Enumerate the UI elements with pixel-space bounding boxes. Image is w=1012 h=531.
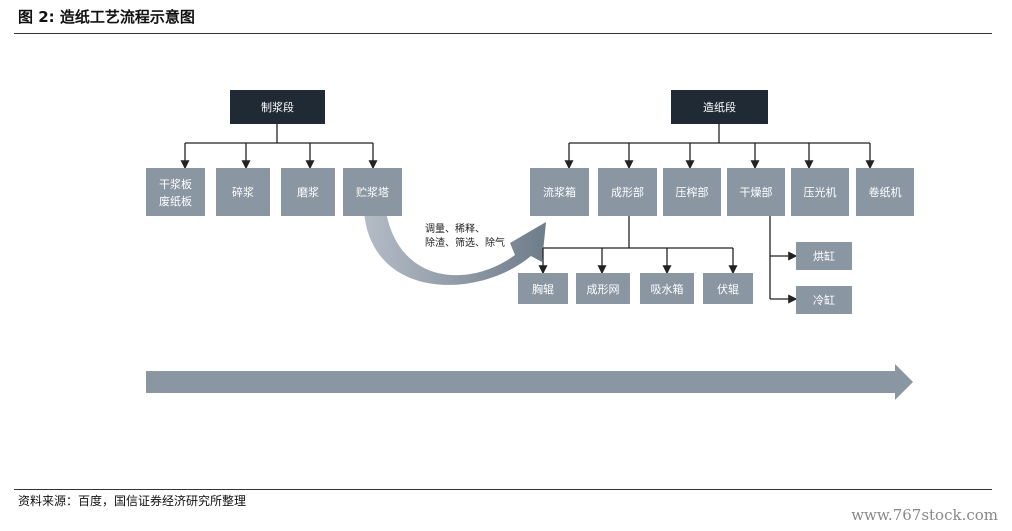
sub-box-breast-roll xyxy=(518,273,568,304)
step-label-storage-tower: 贮浆塔 xyxy=(356,185,389,199)
step-label-reel: 卷纸机 xyxy=(869,185,902,199)
bottom-rule xyxy=(14,489,992,490)
source-note: 资料来源：百度，国信证券经济研究所整理 xyxy=(18,494,247,508)
papermaking-header-box xyxy=(671,90,768,124)
step-box-storage-tower xyxy=(343,168,402,216)
papermaking-header-label: 造纸段 xyxy=(703,100,736,114)
step-box-dryer xyxy=(727,168,785,216)
sub-box-cooling-cylinder xyxy=(796,286,852,314)
transfer-note-line1: 调量、稀释、 xyxy=(425,222,485,235)
step-box-pulping xyxy=(216,168,270,216)
step-label-dryer: 干燥部 xyxy=(740,185,773,199)
step-label-pulp-board-2: 废纸板 xyxy=(159,194,192,208)
step-label-pulping: 碎浆 xyxy=(232,185,254,199)
step-box-headbox xyxy=(530,168,589,216)
top-rule xyxy=(14,33,992,34)
step-box-pulp-board xyxy=(146,168,205,216)
overall-flow-arrow xyxy=(146,364,913,400)
transfer-curve-arrow xyxy=(364,212,546,285)
figure-title: 图 2: 造纸工艺流程示意图 xyxy=(18,8,195,26)
sub-label-cooling-cylinder: 冷缸 xyxy=(813,293,835,307)
sub-label-couch-roll: 伏辊 xyxy=(717,282,739,296)
step-box-reel xyxy=(856,168,914,216)
step-label-pulp-board-1: 干浆板 xyxy=(159,177,192,191)
step-label-press: 压榨部 xyxy=(676,185,709,199)
pulping-header-label: 制浆段 xyxy=(261,100,294,114)
papermaking-section: 造纸段 流浆箱 成形部 压榨部 干燥部 压光机 卷纸机 胸辊 成形网 xyxy=(518,90,914,314)
sub-label-breast-roll: 胸辊 xyxy=(532,282,554,296)
process-diagram: 调量、稀释、 除渣、筛选、除气 制浆段 干浆板 废纸板 碎浆 磨浆 贮浆塔 造纸… xyxy=(146,90,914,400)
step-box-forming xyxy=(598,168,657,216)
pulping-header-box xyxy=(230,90,325,124)
watermark: www.767stock.com xyxy=(851,506,998,524)
step-label-forming: 成形部 xyxy=(611,185,644,199)
step-label-calender: 压光机 xyxy=(804,185,837,199)
sub-box-drying-cylinder xyxy=(796,242,852,270)
step-label-refining: 磨浆 xyxy=(297,185,319,199)
sub-box-suction-box xyxy=(640,273,694,304)
step-label-headbox: 流浆箱 xyxy=(543,185,576,199)
step-box-press xyxy=(663,168,721,216)
sub-label-drying-cylinder: 烘缸 xyxy=(813,249,835,263)
step-box-calender xyxy=(791,168,849,216)
sub-label-suction-box: 吸水箱 xyxy=(651,282,684,296)
sub-box-forming-wire xyxy=(576,273,630,304)
step-box-refining xyxy=(281,168,335,216)
pulping-section: 制浆段 干浆板 废纸板 碎浆 磨浆 贮浆塔 xyxy=(146,90,402,216)
transfer-note-line2: 除渣、筛选、除气 xyxy=(425,236,505,249)
sub-box-couch-roll xyxy=(703,273,753,304)
sub-label-forming-wire: 成形网 xyxy=(587,283,620,296)
